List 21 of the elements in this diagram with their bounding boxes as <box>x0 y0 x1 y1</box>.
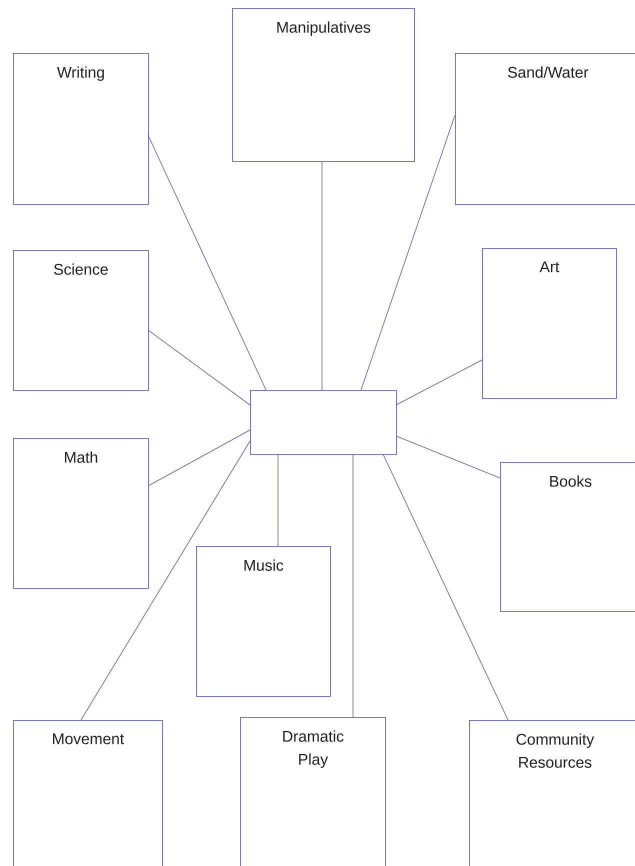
category-box: Writing <box>13 52 149 205</box>
connector-line <box>148 330 250 406</box>
category-box: Books <box>500 462 635 612</box>
connector-line <box>382 454 508 720</box>
connector-line <box>148 134 266 390</box>
category-box: Manipulatives <box>232 8 415 162</box>
connector-line <box>80 440 250 720</box>
category-box: Community Resources <box>469 720 635 866</box>
connector-line <box>396 436 500 478</box>
category-box: Dramatic Play <box>240 717 386 866</box>
category-box: Art <box>482 248 617 399</box>
connector-line <box>352 454 354 718</box>
connector-line <box>396 360 482 406</box>
center-box <box>250 390 397 455</box>
category-box: Science <box>13 250 149 391</box>
category-box: Sand/Water <box>455 52 635 205</box>
connector-line <box>360 114 456 390</box>
category-box: Math <box>13 438 149 589</box>
connector-line <box>148 430 250 486</box>
category-box: Movement <box>13 720 163 866</box>
category-box: Music <box>196 546 331 697</box>
